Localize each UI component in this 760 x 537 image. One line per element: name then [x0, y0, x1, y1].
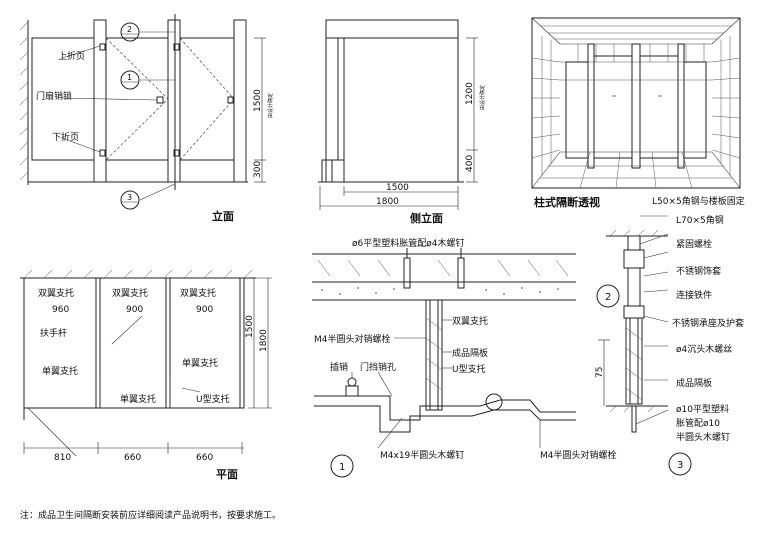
detail23-label-panel: 成品隔板	[676, 377, 712, 389]
detail3-callout: 3	[677, 460, 683, 471]
plan-title: 平面	[216, 468, 238, 481]
plan-dim-660-a: 660	[124, 453, 141, 463]
side-dim-1200: 1200	[465, 82, 475, 105]
detail23-label-steel-seat: 不锈钢承座及护套	[672, 317, 744, 329]
detail1-label-bolt-2: M4半圆头对销螺栓	[540, 449, 617, 461]
detail1-label-u-bracket: U型支托	[452, 363, 486, 375]
plan-label-double-bracket-3: 双翼支托	[180, 287, 216, 299]
elevation-title: 立面	[212, 209, 234, 223]
detail1-label-anchor: ø6平型塑料胀管配ø4木螺钉	[352, 237, 464, 249]
detail2-callout-circle	[596, 284, 620, 308]
detail23-label-anchor-3: 半圆头木螺钉	[676, 431, 730, 443]
elevation-callout-1: 1	[127, 73, 132, 82]
side-dim-1800: 1800	[376, 197, 399, 207]
elevation-dim-300: 300	[253, 161, 263, 178]
plan-dim-660-b: 660	[196, 453, 213, 463]
plan-label-double-bracket-2: 双翼支托	[112, 287, 148, 299]
detail-2-3-view: 75 L50×5角钢与楼板固定 L70×5角钢 紧固螺栓 不锈钢饰套 连接铁件 …	[595, 195, 745, 476]
plan-dim-1800: 1800	[259, 329, 269, 352]
detail-1-view: ø6平型塑料胀管配ø4木螺钉 双翼支托 M4半圆头对销螺栓 成品隔板 U型支托 …	[312, 237, 617, 478]
detail23-label-bolt: 紧固螺栓	[676, 238, 712, 250]
side-dim-400: 400	[465, 155, 475, 172]
detail1-label-latch: 插销	[330, 361, 348, 373]
perspective-title: 柱式隔断透视	[534, 195, 600, 209]
plan-label-single-bracket-2: 单翼支托	[120, 393, 156, 405]
plan-dim-960: 960	[52, 305, 69, 315]
plan-label-double-bracket-1: 双翼支托	[38, 287, 74, 299]
detail23-label-steel-sleeve: 不锈钢饰套	[676, 265, 721, 277]
detail23-label-angle-50: L50×5角钢与楼板固定	[652, 195, 745, 207]
detail23-label-countersunk: ø4沉头木螺丝	[676, 343, 732, 355]
detail1-label-panel: 成品隔板	[452, 347, 488, 359]
detail1-callout: 1	[339, 462, 345, 473]
plan-dim-900-a: 900	[126, 305, 143, 315]
plan-dim-1500: 1500	[245, 315, 255, 338]
detail1-label-double-bracket: 双翼支托	[452, 315, 488, 327]
detail23-label-angle-70: L70×5角钢	[676, 214, 724, 226]
footnote: 注：成品卫生间隔断安装前应详细阅读产品说明书，按要求施工。	[20, 509, 281, 521]
elevation-callout-3: 3	[127, 193, 132, 202]
side-dim-1500: 1500	[386, 183, 409, 193]
elevation-label-hinge-bottom: 下折页	[52, 131, 79, 143]
detail23-label-anchor-2: 胀管配ø10	[676, 417, 720, 429]
plan-label-single-bracket-1: 单翼支托	[42, 365, 78, 377]
elevation-callout-2: 2	[127, 25, 132, 34]
detail23-label-connector: 连接铁件	[676, 289, 712, 301]
elevation-dim-note: 由设计确定	[267, 93, 274, 118]
elevation-dim-1500: 1500	[253, 89, 263, 112]
detail1-label-bolt: M4半圆头对销螺栓	[314, 333, 391, 345]
elevation-label-hinge-top: 上折页	[58, 50, 85, 62]
plan-label-u-bracket: U型支托	[196, 393, 230, 405]
detail23-dim-75: 75	[595, 367, 605, 378]
elevation-view: 上折页 门扇销锁 下折页 2 1 3 1500 300 由设计确定 立面	[19, 14, 274, 223]
detail1-label-stop-hole: 门挡销孔	[360, 361, 396, 373]
perspective-view: 柱式隔断透视	[531, 17, 741, 209]
elevation-label-door-lock: 门扇销锁	[36, 90, 72, 102]
detail3-callout-circle	[668, 452, 692, 476]
side-elevation-title: 侧立面	[410, 211, 443, 225]
side-elevation-view: 1200 400 由设计确定 1500 1800 侧立面	[318, 19, 486, 225]
plan-label-handrail: 扶手杆	[40, 327, 67, 339]
detail1-callout-circle	[330, 454, 354, 478]
detail23-label-anchor-1: ø10平型塑料	[676, 403, 729, 415]
detail2-callout: 2	[605, 292, 611, 303]
side-dim-note: 由设计确定	[479, 85, 486, 110]
plan-label-single-bracket-3: 单翼支托	[182, 357, 218, 369]
plan-dim-900-b: 900	[196, 305, 213, 315]
plan-dim-810: 810	[54, 453, 71, 463]
plan-view: 双翼支托 双翼支托 双翼支托 扶手杆 单翼支托 单翼支托 单翼支托 U型支托 9…	[20, 269, 272, 481]
detail1-label-screw: M4x19半圆头木螺钉	[380, 449, 464, 461]
